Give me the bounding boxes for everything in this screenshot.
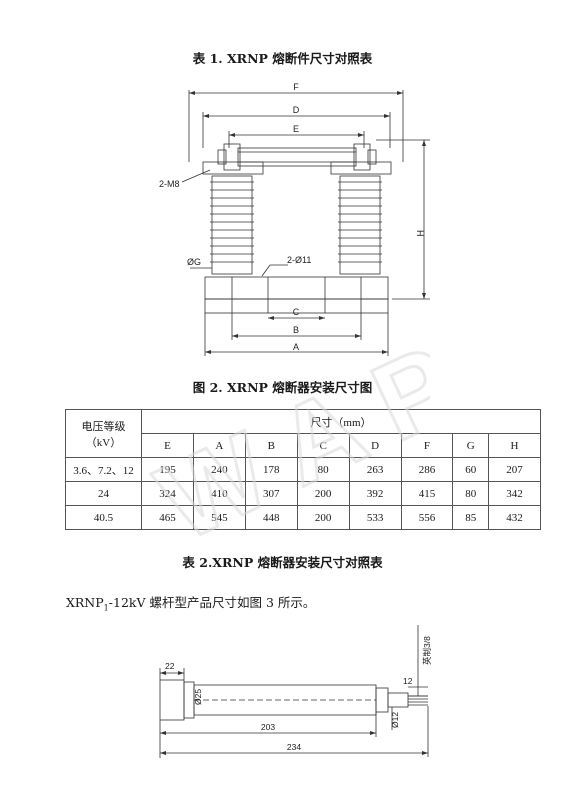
column-header: C — [296, 433, 350, 458]
dim-12: 12 — [403, 676, 413, 686]
product-description: XRNP1-12kV 螺杆型产品尺寸如图 3 所示。 — [66, 595, 316, 613]
figure2-caption: 图 2. XRNP 熔断器安装尺寸图 — [192, 380, 373, 395]
table-cell: 178 — [244, 457, 298, 482]
table-cell: 286 — [400, 457, 454, 482]
table-cell: 195 — [141, 457, 194, 482]
table-cell: 556 — [400, 505, 454, 530]
table-cell: 432 — [488, 505, 541, 530]
table-row: 3.6、7.2、12 195 240 178 80 263 286 60 207 — [65, 457, 541, 482]
dim-label-d: D — [293, 105, 300, 115]
dim-thread: 英制3/8 — [422, 636, 432, 665]
dim-label-g: ØG — [187, 257, 201, 267]
dim-label-c: C — [293, 307, 300, 317]
voltage-cell: 3.6、7.2、12 — [65, 457, 142, 482]
size-header: 尺寸（mm） — [141, 409, 541, 434]
voltage-cell: 40.5 — [65, 505, 142, 530]
dim-label-a: A — [293, 342, 299, 352]
table-cell: 465 — [141, 505, 194, 530]
dim-label-e: E — [293, 124, 299, 134]
table-cell: 200 — [296, 505, 350, 530]
dim-label-hole: 2-Ø11 — [287, 255, 311, 265]
table-cell: 533 — [348, 505, 402, 530]
table-cell: 263 — [348, 457, 402, 482]
dim-phi12: Ø12 — [390, 712, 400, 728]
column-header: A — [192, 433, 246, 458]
table2-title: 表 2.XRNP 熔断器安装尺寸对照表 — [182, 555, 383, 570]
fuse-installation-diagram: F D E 2-M8 ØG 2-Ø11 C B A H — [159, 82, 430, 356]
column-header-row: E A B C D F G H — [66, 433, 541, 458]
table-cell: 545 — [192, 505, 246, 530]
table-row: 40.5 465 545 448 200 533 556 85 432 — [65, 505, 541, 530]
dim-label-f: F — [293, 82, 299, 92]
dimension-table: 电压等级 （kV） 尺寸（mm） E A B C D F G H 3.6、7.2… — [65, 409, 541, 530]
table-cell: 448 — [244, 505, 298, 530]
dim-203: 203 — [261, 722, 275, 732]
table-row: 24 324 410 307 200 392 415 80 342 — [65, 481, 541, 506]
column-header: B — [244, 433, 298, 458]
table-cell: 207 — [488, 457, 541, 482]
table1-title: 表 1. XRNP 熔断件尺寸对照表 — [192, 51, 373, 66]
voltage-cell: 24 — [65, 481, 142, 506]
table-cell: 60 — [452, 457, 490, 482]
table-cell: 85 — [452, 505, 490, 530]
dim-22: 22 — [165, 661, 175, 671]
dim-phi25: Ø25 — [193, 689, 203, 705]
dim-label-b: B — [293, 325, 299, 335]
dim-234: 234 — [287, 742, 301, 752]
table-cell: 342 — [488, 481, 541, 506]
dim-label-h: H — [415, 230, 425, 237]
dim-label-m8: 2-M8 — [159, 179, 180, 189]
